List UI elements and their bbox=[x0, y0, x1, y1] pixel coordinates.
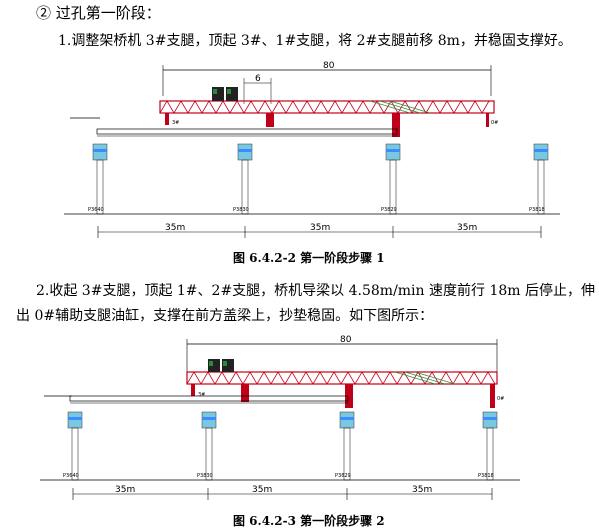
figure2-span-1: 35m bbox=[115, 485, 135, 495]
step2-instruction-line1: 2.收起 3#支腿，顶起 1#、2#支腿，桥机导梁以 4.58m/min 速度前… bbox=[36, 283, 595, 299]
figure1-diagram: 80 6 3# 0# P3640 P3830 P3829 P3818 bbox=[64, 61, 560, 238]
figure2-leg0-label: 0# bbox=[497, 396, 504, 402]
figure1-legs: 3# 0# bbox=[165, 113, 498, 137]
f2-pier-label-2: P3830 bbox=[197, 473, 213, 479]
figure1-dim-short-label: 6 bbox=[255, 74, 261, 84]
f1-pier-2: P3830 bbox=[233, 143, 253, 215]
f2-pier-label-1: P3640 bbox=[63, 473, 79, 479]
figure1-dim-total-label: 80 bbox=[323, 61, 335, 71]
figure1-span-2: 35m bbox=[310, 223, 330, 233]
f2-pier-4: P3818 bbox=[478, 411, 498, 481]
f1-pier-label-3: P3829 bbox=[381, 207, 397, 213]
figure1-span-1: 35m bbox=[165, 223, 185, 233]
step2-instruction-line2: 出 0#辅助支腿油缸，支撑在前方盖梁上，抄垫稳固。如下图所示： bbox=[16, 308, 434, 324]
figure1-caption: 图 6.4.2-2 第一阶段步骤 1 bbox=[233, 251, 385, 265]
figure1-leg0-label: 0# bbox=[491, 120, 498, 126]
f2-pier-1: P3640 bbox=[63, 411, 83, 481]
f1-pier-label-4: P3818 bbox=[529, 207, 545, 213]
figure2-span-2: 35m bbox=[252, 485, 272, 495]
f1-pier-label-2: P3830 bbox=[233, 207, 249, 213]
figure2-beams bbox=[44, 395, 349, 404]
figure2-piers: P3640 P3830 P3829 P3818 bbox=[63, 411, 498, 481]
figure2-diagram: 80 3# 0# P3640 P3830 P3829 P3818 35m 35m 35… bbox=[40, 335, 520, 500]
f1-pier-3: P3829 bbox=[381, 143, 401, 215]
figure1-span-3: 35m bbox=[457, 223, 477, 233]
figure1-truss bbox=[159, 87, 495, 114]
figure1-dim-total: 80 bbox=[162, 61, 492, 96]
step1-instruction: 1.调整架桥机 3#支腿，顶起 3#、1#支腿，将 2#支腿前移 8m，并稳固支… bbox=[58, 33, 572, 49]
f2-pier-label-3: P3829 bbox=[335, 473, 351, 479]
figure2-caption: 图 6.4.2-3 第一阶段步骤 2 bbox=[233, 514, 385, 528]
f2-pier-3: P3829 bbox=[335, 411, 355, 481]
figure2-dim-total-label: 80 bbox=[340, 335, 352, 345]
figure1-span-dims: 35m 35m 35m bbox=[97, 223, 542, 238]
figure1-piers: P3640 P3830 P3829 P3818 bbox=[88, 143, 549, 215]
figure2-leg3-label: 3# bbox=[198, 392, 205, 398]
figure1-dim-short: 6 bbox=[243, 74, 272, 104]
figure1-leg3-label: 3# bbox=[172, 120, 179, 126]
f1-pier-4: P3818 bbox=[529, 143, 549, 215]
f1-pier-1: P3640 bbox=[88, 143, 108, 215]
f1-pier-label-1: P3640 bbox=[88, 207, 104, 213]
figure2-legs: 3# 0# bbox=[191, 384, 504, 408]
f2-pier-2: P3830 bbox=[197, 411, 217, 481]
f2-pier-label-4: P3818 bbox=[478, 473, 494, 479]
figure2-span-dims: 35m 35m 35m bbox=[72, 485, 493, 500]
figure2-truss bbox=[186, 359, 498, 385]
figure1-beams bbox=[70, 117, 398, 137]
figure2-dim-total: 80 bbox=[186, 335, 498, 372]
figure2-span-3: 35m bbox=[412, 485, 432, 495]
stage-heading: ② 过孔第一阶段： bbox=[36, 4, 161, 22]
